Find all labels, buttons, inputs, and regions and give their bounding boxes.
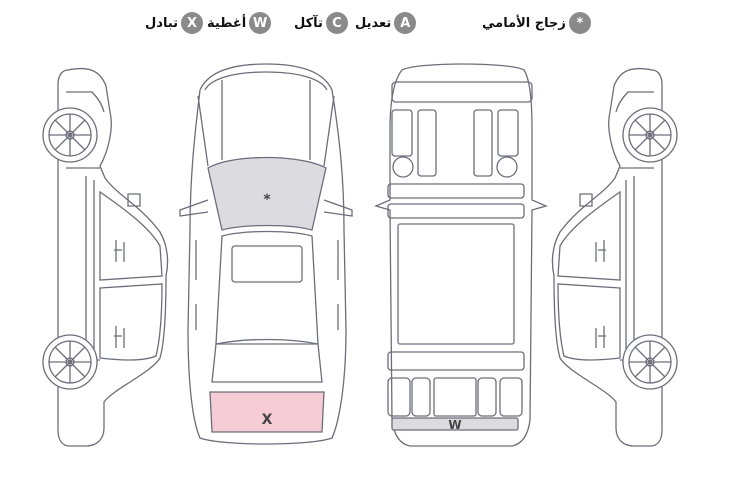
windshield-panel	[207, 156, 327, 231]
right-side-rear-wheel	[622, 334, 678, 390]
right-side-front-wheel	[622, 107, 678, 163]
legend-badge-replacement: X	[181, 12, 204, 34]
top-view: * X	[179, 63, 353, 445]
legend-label-windshield: زجاج الأمامي	[482, 15, 566, 31]
rear-panel-mark: W	[448, 418, 461, 432]
left-side-view	[42, 67, 169, 447]
legend-item-covers: أغطية W	[207, 12, 272, 34]
legend-label-replacement: تبادل	[145, 15, 179, 31]
legend-badge-windshield: *	[568, 12, 591, 34]
rear-panel	[391, 417, 519, 431]
legend-item-windshield: زجاج الأمامي *	[482, 12, 591, 34]
left-side-rear-wheel	[42, 334, 98, 390]
legend-item-modification: تعديل A	[355, 12, 417, 34]
legend-badge-corrosion: C	[325, 12, 348, 34]
damage-legend: زجاج الأمامي * تعديل A تآكل C أغطية W تب…	[0, 10, 742, 40]
legend-badge-modification: A	[394, 12, 417, 34]
legend-item-corrosion: تآكل C	[294, 12, 348, 34]
legend-item-replacement: تبادل X	[145, 12, 204, 34]
right-side-view	[551, 67, 678, 447]
windshield-mark: *	[263, 192, 271, 208]
legend-label-corrosion: تآكل	[294, 15, 323, 31]
trunk-mark: X	[262, 412, 273, 428]
underside-view: W	[374, 63, 548, 447]
trunk-panel	[209, 391, 325, 433]
legend-badge-covers: W	[249, 12, 272, 34]
left-side-front-wheel	[42, 107, 98, 163]
legend-label-modification: تعديل	[355, 15, 392, 31]
legend-label-covers: أغطية	[207, 15, 247, 31]
